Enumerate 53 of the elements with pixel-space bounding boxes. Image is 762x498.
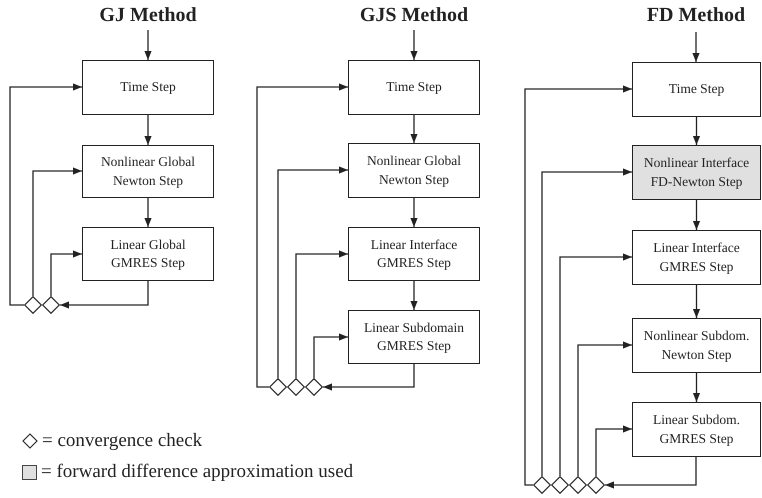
convergence-check-diamond bbox=[24, 296, 42, 314]
arrow bbox=[295, 250, 348, 378]
arrow bbox=[410, 115, 418, 143]
process-box: Time Step bbox=[82, 60, 214, 115]
process-box: Nonlinear Global Newton Step bbox=[82, 145, 214, 198]
convergence-check-diamond bbox=[269, 378, 287, 396]
process-box: Linear Subdomain GMRES Step bbox=[348, 310, 480, 364]
arrow bbox=[577, 341, 632, 476]
arrow bbox=[692, 373, 700, 402]
arrow bbox=[32, 167, 82, 296]
arrow bbox=[323, 364, 415, 391]
arrow bbox=[692, 117, 700, 145]
convergence-check-diamond bbox=[569, 476, 587, 494]
arrow bbox=[50, 250, 82, 296]
convergence-check-diamond bbox=[587, 476, 605, 494]
arrow bbox=[9, 83, 82, 306]
arrow bbox=[559, 253, 632, 476]
process-box: Nonlinear Global Newton Step bbox=[348, 143, 480, 198]
arrow bbox=[605, 457, 697, 489]
arrow bbox=[541, 168, 632, 476]
arrow bbox=[144, 198, 152, 227]
convergence-check-diamond bbox=[551, 476, 569, 494]
legend-text: = forward difference approximation used bbox=[41, 461, 354, 483]
convergence-check-diamond bbox=[42, 296, 60, 314]
convergence-check-diamond bbox=[287, 378, 305, 396]
process-box: Linear Subdom. GMRES Step bbox=[632, 402, 761, 457]
arrow bbox=[692, 285, 700, 318]
process-box: Linear Interface GMRES Step bbox=[348, 227, 480, 281]
arrow bbox=[60, 281, 149, 309]
process-box: Linear Interface GMRES Step bbox=[632, 230, 761, 285]
process-box: Time Step bbox=[348, 60, 480, 115]
arrow bbox=[410, 281, 418, 310]
process-box: Linear Global GMRES Step bbox=[82, 227, 214, 281]
method-heading: GJS Method bbox=[358, 4, 470, 27]
arrow bbox=[144, 30, 152, 60]
arrow bbox=[277, 166, 348, 378]
arrow bbox=[692, 200, 700, 230]
legend-text: = convergence check bbox=[42, 430, 202, 452]
convergence-check-diamond bbox=[305, 378, 323, 396]
arrow bbox=[313, 333, 348, 378]
arrow bbox=[256, 83, 348, 388]
process-box: Time Step bbox=[632, 62, 761, 117]
arrow bbox=[144, 115, 152, 145]
method-heading: GJ Method bbox=[98, 4, 198, 27]
arrow bbox=[692, 32, 700, 62]
arrow bbox=[595, 425, 632, 476]
highlighted-process-box: Nonlinear Interface FD-Newton Step bbox=[632, 145, 761, 200]
arrow bbox=[410, 198, 418, 227]
arrow bbox=[524, 85, 632, 486]
arrow bbox=[410, 30, 418, 60]
convergence-check-diamond bbox=[533, 476, 551, 494]
method-heading: FD Method bbox=[646, 4, 746, 27]
process-box: Nonlinear Subdom. Newton Step bbox=[632, 318, 761, 373]
